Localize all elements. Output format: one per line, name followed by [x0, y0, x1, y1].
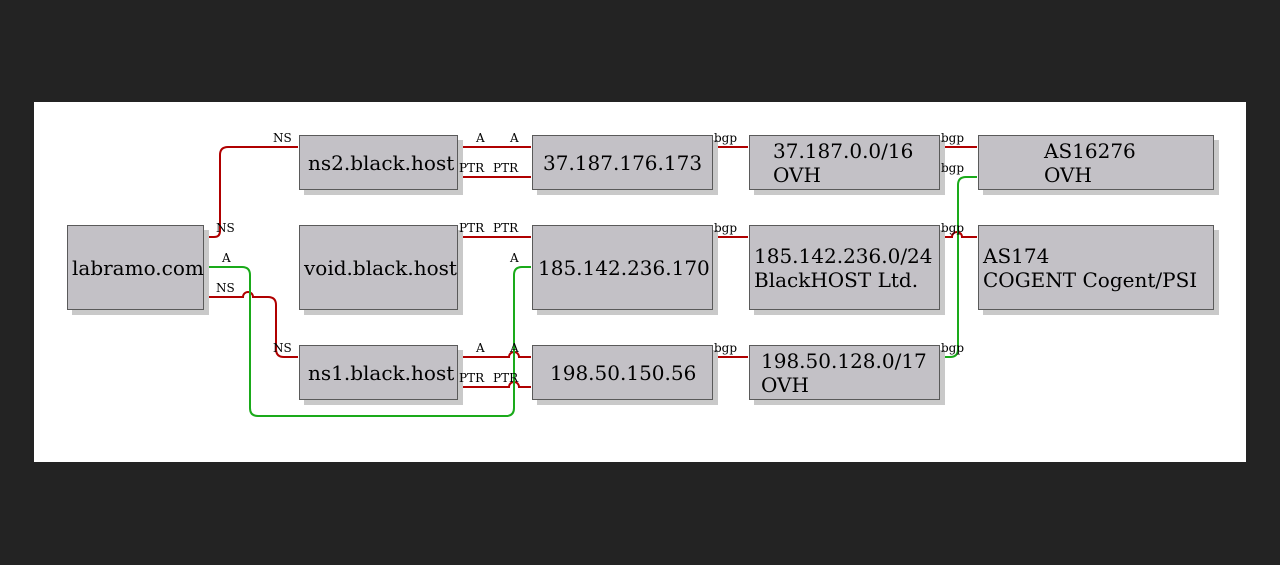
edge-a-ns1-to-ip3 [460, 351, 531, 358]
edge-label-bgp-ip1: bgp [714, 131, 738, 145]
edge-label-a-ip3-in: A [510, 341, 519, 355]
node-as1[interactable]: AS16276 OVH [978, 135, 1214, 190]
node-as1-line2: OVH [1044, 162, 1092, 187]
node-net1-line2: OVH [773, 162, 821, 187]
edge-label-ptr-ns2: PTR [459, 161, 485, 175]
node-as1-line1: AS16276 [1044, 138, 1136, 163]
edge-label-ptr-ip3: PTR [493, 371, 519, 385]
edge-label-bgp-net1: bgp [941, 131, 965, 145]
edge-label-bgp-as1-in: bgp [941, 161, 965, 175]
edge-bgp-net3-to-as1 [941, 176, 977, 358]
node-net2[interactable]: 185.142.236.0/24 BlackHOST Ltd. [749, 225, 940, 310]
node-ns2-label: ns2.black.host [308, 150, 455, 175]
node-domain[interactable]: labramo.com [67, 225, 204, 310]
node-net1[interactable]: 37.187.0.0/16 OVH [749, 135, 940, 190]
node-ip3-label: 198.50.150.56 [550, 360, 697, 385]
node-ip1[interactable]: 37.187.176.173 [532, 135, 713, 190]
node-ip2[interactable]: 185.142.236.170 [532, 225, 713, 310]
edge-label-ptr-ip1: PTR [493, 161, 519, 175]
diagram-canvas: labramo.com ns2.black.host void.black.ho… [34, 102, 1246, 462]
node-ip3[interactable]: 198.50.150.56 [532, 345, 713, 400]
node-void[interactable]: void.black.host [299, 225, 458, 310]
edge-layer [206, 146, 977, 417]
edge-a-domain-to-ip2 [206, 266, 531, 417]
edge-label-bgp-net3: bgp [941, 341, 965, 355]
node-domain-label: labramo.com [72, 255, 204, 280]
node-ns2[interactable]: ns2.black.host [299, 135, 458, 190]
edge-label-bgp-ip2: bgp [714, 221, 738, 235]
edge-label-ns-bottom: NS [273, 341, 292, 355]
edge-ns-to-ns1 [206, 291, 298, 358]
node-net3-line1: 198.50.128.0/17 [761, 348, 927, 373]
edge-ns-to-ns2 [206, 146, 298, 238]
node-as2-line2: COGENT Cogent/PSI [983, 267, 1198, 292]
node-net2-line2: BlackHOST Ltd. [754, 267, 919, 292]
edge-label-ptr-void: PTR [459, 221, 485, 235]
edge-label-ptr-ns1: PTR [459, 371, 485, 385]
edge-label-bgp-ip3: bgp [714, 341, 738, 355]
node-ip1-label: 37.187.176.173 [543, 150, 703, 175]
edge-label-ptr-ip2: PTR [493, 221, 519, 235]
node-ns1-label: ns1.black.host [308, 360, 455, 385]
edge-label-ns-domain-upper: NS [216, 221, 235, 235]
node-net3[interactable]: 198.50.128.0/17 OVH [749, 345, 940, 400]
node-net2-line1: 185.142.236.0/24 [754, 243, 933, 268]
node-net3-line2: OVH [761, 372, 809, 397]
node-as2-line1: AS174 [983, 243, 1050, 268]
edge-label-a-ns1-out: A [476, 341, 485, 355]
edge-label-a-ip1-in: A [510, 131, 519, 145]
edge-label-a-ip2-in: A [510, 251, 519, 265]
node-void-label: void.black.host [304, 255, 457, 280]
edge-label-a-domain: A [222, 251, 231, 265]
edge-label-ns-top: NS [273, 131, 292, 145]
node-net1-line1: 37.187.0.0/16 [773, 138, 914, 163]
edge-label-bgp-net2: bgp [941, 221, 965, 235]
node-ip2-label: 185.142.236.170 [538, 255, 710, 280]
edge-label-a-ns2-out: A [476, 131, 485, 145]
node-ns1[interactable]: ns1.black.host [299, 345, 458, 400]
edge-label-ns-domain-lower: NS [216, 281, 235, 295]
node-as2[interactable]: AS174 COGENT Cogent/PSI [978, 225, 1214, 310]
